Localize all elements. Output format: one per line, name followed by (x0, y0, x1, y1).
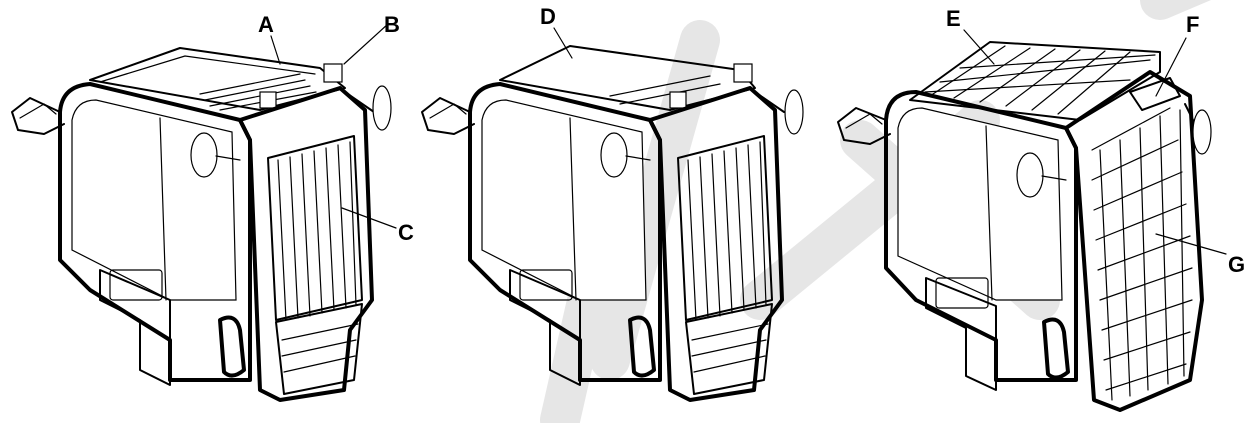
cab-right (837, 41, 1212, 412)
callout-d: D (540, 4, 573, 59)
mirror-left-outer (421, 97, 475, 135)
mirror-left-outer (11, 97, 65, 135)
callout-f: F (1155, 12, 1199, 97)
callout-g: G (1155, 233, 1245, 277)
callout-label-c: C (398, 220, 414, 245)
mirror-right-outer (751, 89, 804, 135)
callout-a: A (258, 12, 281, 65)
callout-label-f: F (1186, 12, 1199, 37)
mirror-left-inner (600, 132, 651, 178)
callout-e: E (946, 6, 995, 65)
callout-label-g: G (1228, 252, 1245, 277)
mirror-right-outer (341, 85, 392, 131)
callout-b: B (343, 12, 400, 65)
roof-vents (199, 73, 317, 111)
mirror-left-outer (837, 107, 891, 145)
callout-label-a: A (258, 12, 274, 37)
mirror-left-inner (1016, 152, 1067, 198)
callout-label-b: B (384, 12, 400, 37)
cab-left (11, 47, 392, 402)
mirror-left-inner (190, 132, 241, 178)
mirror-right-outer (1184, 103, 1212, 155)
cab-middle (421, 45, 804, 402)
side-guard (677, 135, 773, 395)
side-guard-g (1091, 107, 1193, 401)
roof-guard-e (909, 41, 1161, 121)
side-guard-c (267, 135, 363, 395)
callout-label-d: D (540, 4, 556, 29)
guard-bracket-f (1129, 77, 1181, 111)
callout-c: C (341, 207, 414, 245)
callout-label-e: E (946, 6, 961, 31)
